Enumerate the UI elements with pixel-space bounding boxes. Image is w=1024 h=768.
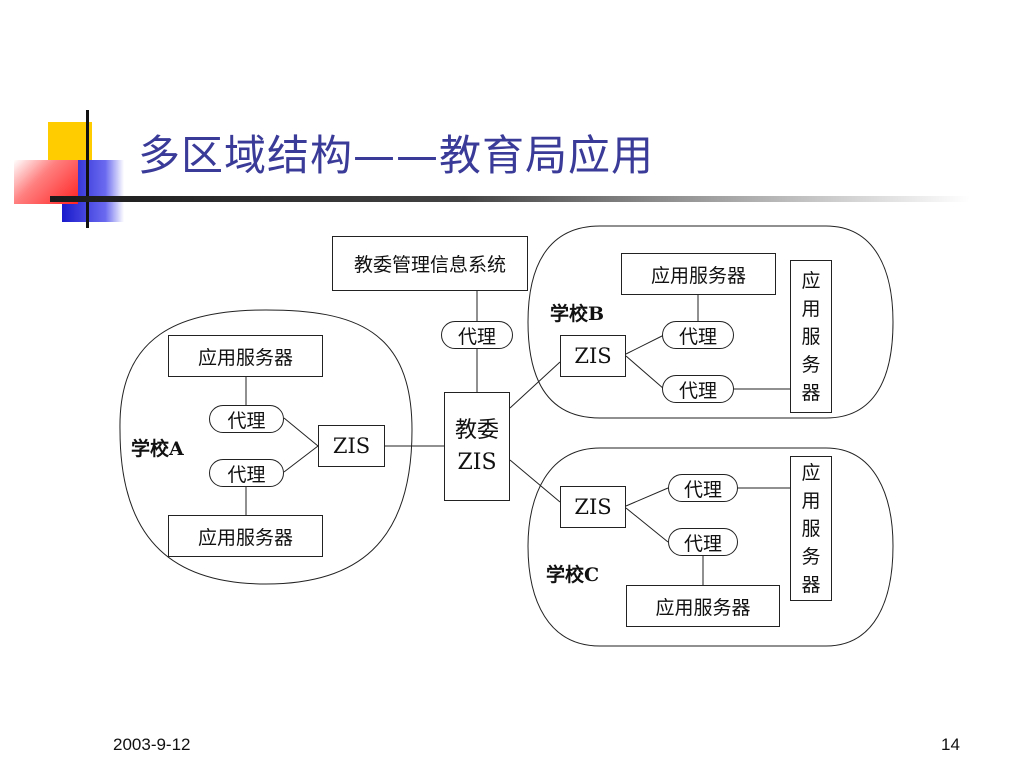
deco-vertical-line [86,110,89,228]
school-a-server-bottom: 应用服务器 [168,515,323,557]
school-c-vchar-2: 服 [801,517,821,540]
school-b-zis: ZIS [560,335,626,377]
school-c-proxy-bottom: 代理 [668,528,738,556]
central-zis-box: 教委 ZIS [444,392,510,501]
school-b-vchar-4: 器 [801,381,821,404]
school-a-label: 学校A [131,438,184,460]
school-a-server-top: 应用服务器 [168,335,323,377]
footer-date: 2003-9-12 [113,735,191,754]
footer-page-number: 14 [941,735,960,754]
school-c-region [527,447,894,647]
school-c-vchar-0: 应 [801,461,821,484]
school-b-vchar-2: 服 [801,325,821,348]
deco-yellow-square [48,122,92,166]
school-b-proxy-bottom: 代理 [662,375,734,403]
central-zis-line2: ZIS [457,449,497,475]
school-a-proxy-bottom: 代理 [209,459,284,487]
school-b-vchar-3: 务 [801,353,821,376]
mis-proxy: 代理 [441,321,513,349]
school-b-server-vertical: 应 用 服 务 器 [790,260,832,413]
title-underline [50,196,970,202]
school-c-proxy-top: 代理 [668,474,738,502]
school-c-label: 学校C [546,564,600,586]
school-c-zis: ZIS [560,486,626,528]
school-b-region [527,225,894,419]
school-b-proxy-top: 代理 [662,321,734,349]
school-c-vchar-1: 用 [801,489,821,512]
school-a-region [119,309,413,585]
school-c-vchar-4: 器 [801,573,821,596]
school-b-vchar-0: 应 [801,269,821,292]
school-c-vchar-3: 务 [801,545,821,568]
school-b-server-top: 应用服务器 [621,253,776,295]
school-a-zis: ZIS [318,425,385,467]
school-b-vchar-1: 用 [801,297,821,320]
slide-title: 多区域结构——教育局应用 [138,131,655,180]
school-c-server-vertical: 应 用 服 务 器 [790,456,832,601]
school-b-label: 学校B [550,303,605,325]
school-a-proxy-top: 代理 [209,405,284,433]
central-zis-line1: 教委 [454,417,499,443]
mis-system-box: 教委管理信息系统 [332,236,528,291]
school-c-server-bottom: 应用服务器 [626,585,780,627]
